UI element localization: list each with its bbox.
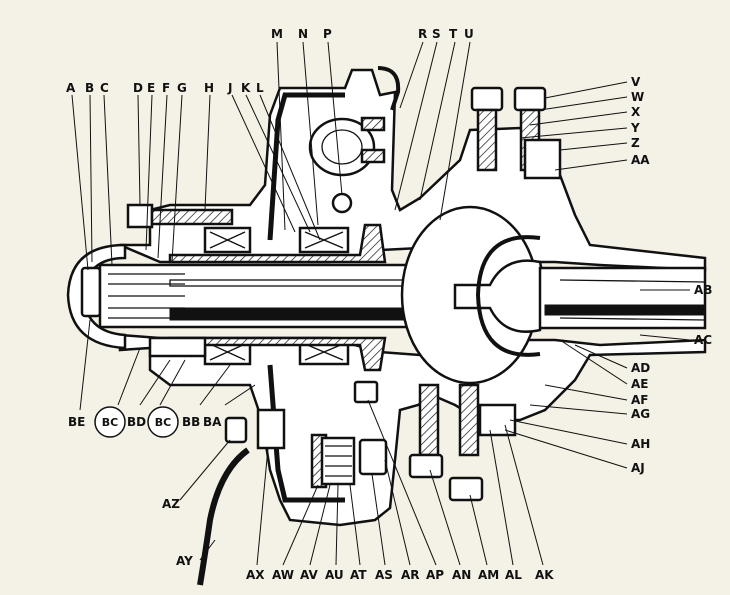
label-top-c: C — [100, 81, 109, 95]
label-left-bd: BD — [127, 415, 146, 429]
label-bottom-aw: AW — [272, 568, 294, 582]
joint-cup — [475, 235, 541, 357]
label-top-e: E — [147, 81, 155, 95]
brake-drum-upper — [267, 92, 345, 241]
label-left-bc-1: BC — [102, 416, 118, 429]
label-bottom-ap: AP — [426, 568, 444, 582]
label-top-h: H — [204, 81, 214, 95]
labels: A B C D E F G H J K L M N P R S T U V W … — [66, 27, 712, 582]
label-bottom-av: AV — [300, 568, 318, 582]
label-bottom-al: AL — [505, 568, 522, 582]
drawing — [66, 66, 707, 586]
label-bottom-ak: AK — [535, 568, 554, 582]
label-bottom-ar: AR — [401, 568, 420, 582]
label-left-az: AZ — [162, 497, 180, 511]
label-right-x: X — [631, 105, 641, 119]
label-top-b: B — [85, 81, 94, 95]
label-top-n: N — [298, 27, 308, 41]
label-top-a: A — [66, 81, 76, 95]
stud-nut-upper — [126, 203, 154, 229]
retainer-ring — [148, 336, 207, 358]
label-left-bb: BB — [182, 415, 200, 429]
label-top-g: G — [177, 81, 187, 95]
label-top-d: D — [133, 81, 143, 95]
label-top-k: K — [241, 81, 251, 95]
label-bottom-ay: AY — [176, 554, 193, 568]
label-top-p: P — [323, 27, 332, 41]
label-right-ab: AB — [694, 283, 712, 297]
label-right-ae: AE — [631, 377, 648, 391]
spindle-housing — [168, 223, 387, 264]
label-top-s: S — [432, 27, 441, 41]
label-right-y: Y — [630, 121, 640, 135]
brake-adjuster — [310, 380, 388, 489]
label-right-aa: AA — [631, 153, 650, 167]
label-bottom-as: AS — [375, 568, 393, 582]
label-right-z: Z — [631, 136, 640, 150]
label-right-v: V — [631, 75, 641, 89]
label-right-ac: AC — [694, 333, 712, 347]
label-left-bc-1-ring — [94, 406, 126, 438]
axle-shaft-core — [544, 304, 706, 316]
label-bottom-at: AT — [350, 568, 367, 582]
bearing-outer-upper — [298, 226, 350, 254]
brake-hose — [197, 408, 286, 586]
shaft-core-band — [169, 307, 426, 321]
label-bottom-an: AN — [452, 568, 471, 582]
label-right-w: W — [631, 90, 644, 104]
brake-ring — [308, 116, 386, 214]
stud-upper — [150, 208, 234, 226]
label-top-f: F — [162, 81, 170, 95]
label-top-j: J — [227, 81, 232, 95]
kingpin-bolts-upper — [470, 86, 562, 180]
bearing-inner-upper — [203, 226, 252, 254]
label-right-aj: AJ — [631, 461, 645, 475]
label-right-ad: AD — [631, 361, 650, 375]
label-right-af: AF — [631, 393, 648, 407]
label-top-u: U — [464, 27, 474, 41]
label-left-bc-2-ring — [147, 406, 179, 438]
label-left-be: BE — [68, 415, 85, 429]
label-bottom-ax: AX — [246, 568, 265, 582]
label-top-t: T — [449, 27, 458, 41]
label-bottom-am: AM — [478, 568, 499, 582]
hub-cap-nut — [80, 266, 102, 318]
kingpin-bolts-lower — [408, 383, 517, 502]
label-right-ag: AG — [631, 407, 650, 421]
axle-shaft-taper — [559, 279, 706, 321]
label-top-r: R — [418, 27, 427, 41]
label-top-m: M — [271, 27, 283, 41]
label-right-ah: AH — [631, 437, 650, 451]
label-left-bc-2: BC — [155, 416, 171, 429]
leader-lines — [71, 41, 691, 566]
label-bottom-au: AU — [325, 568, 344, 582]
bearing-inner-lower — [203, 338, 252, 366]
label-left-ba: BA — [203, 415, 222, 429]
label-top-l: L — [256, 81, 264, 95]
seal-ring — [377, 66, 401, 111]
